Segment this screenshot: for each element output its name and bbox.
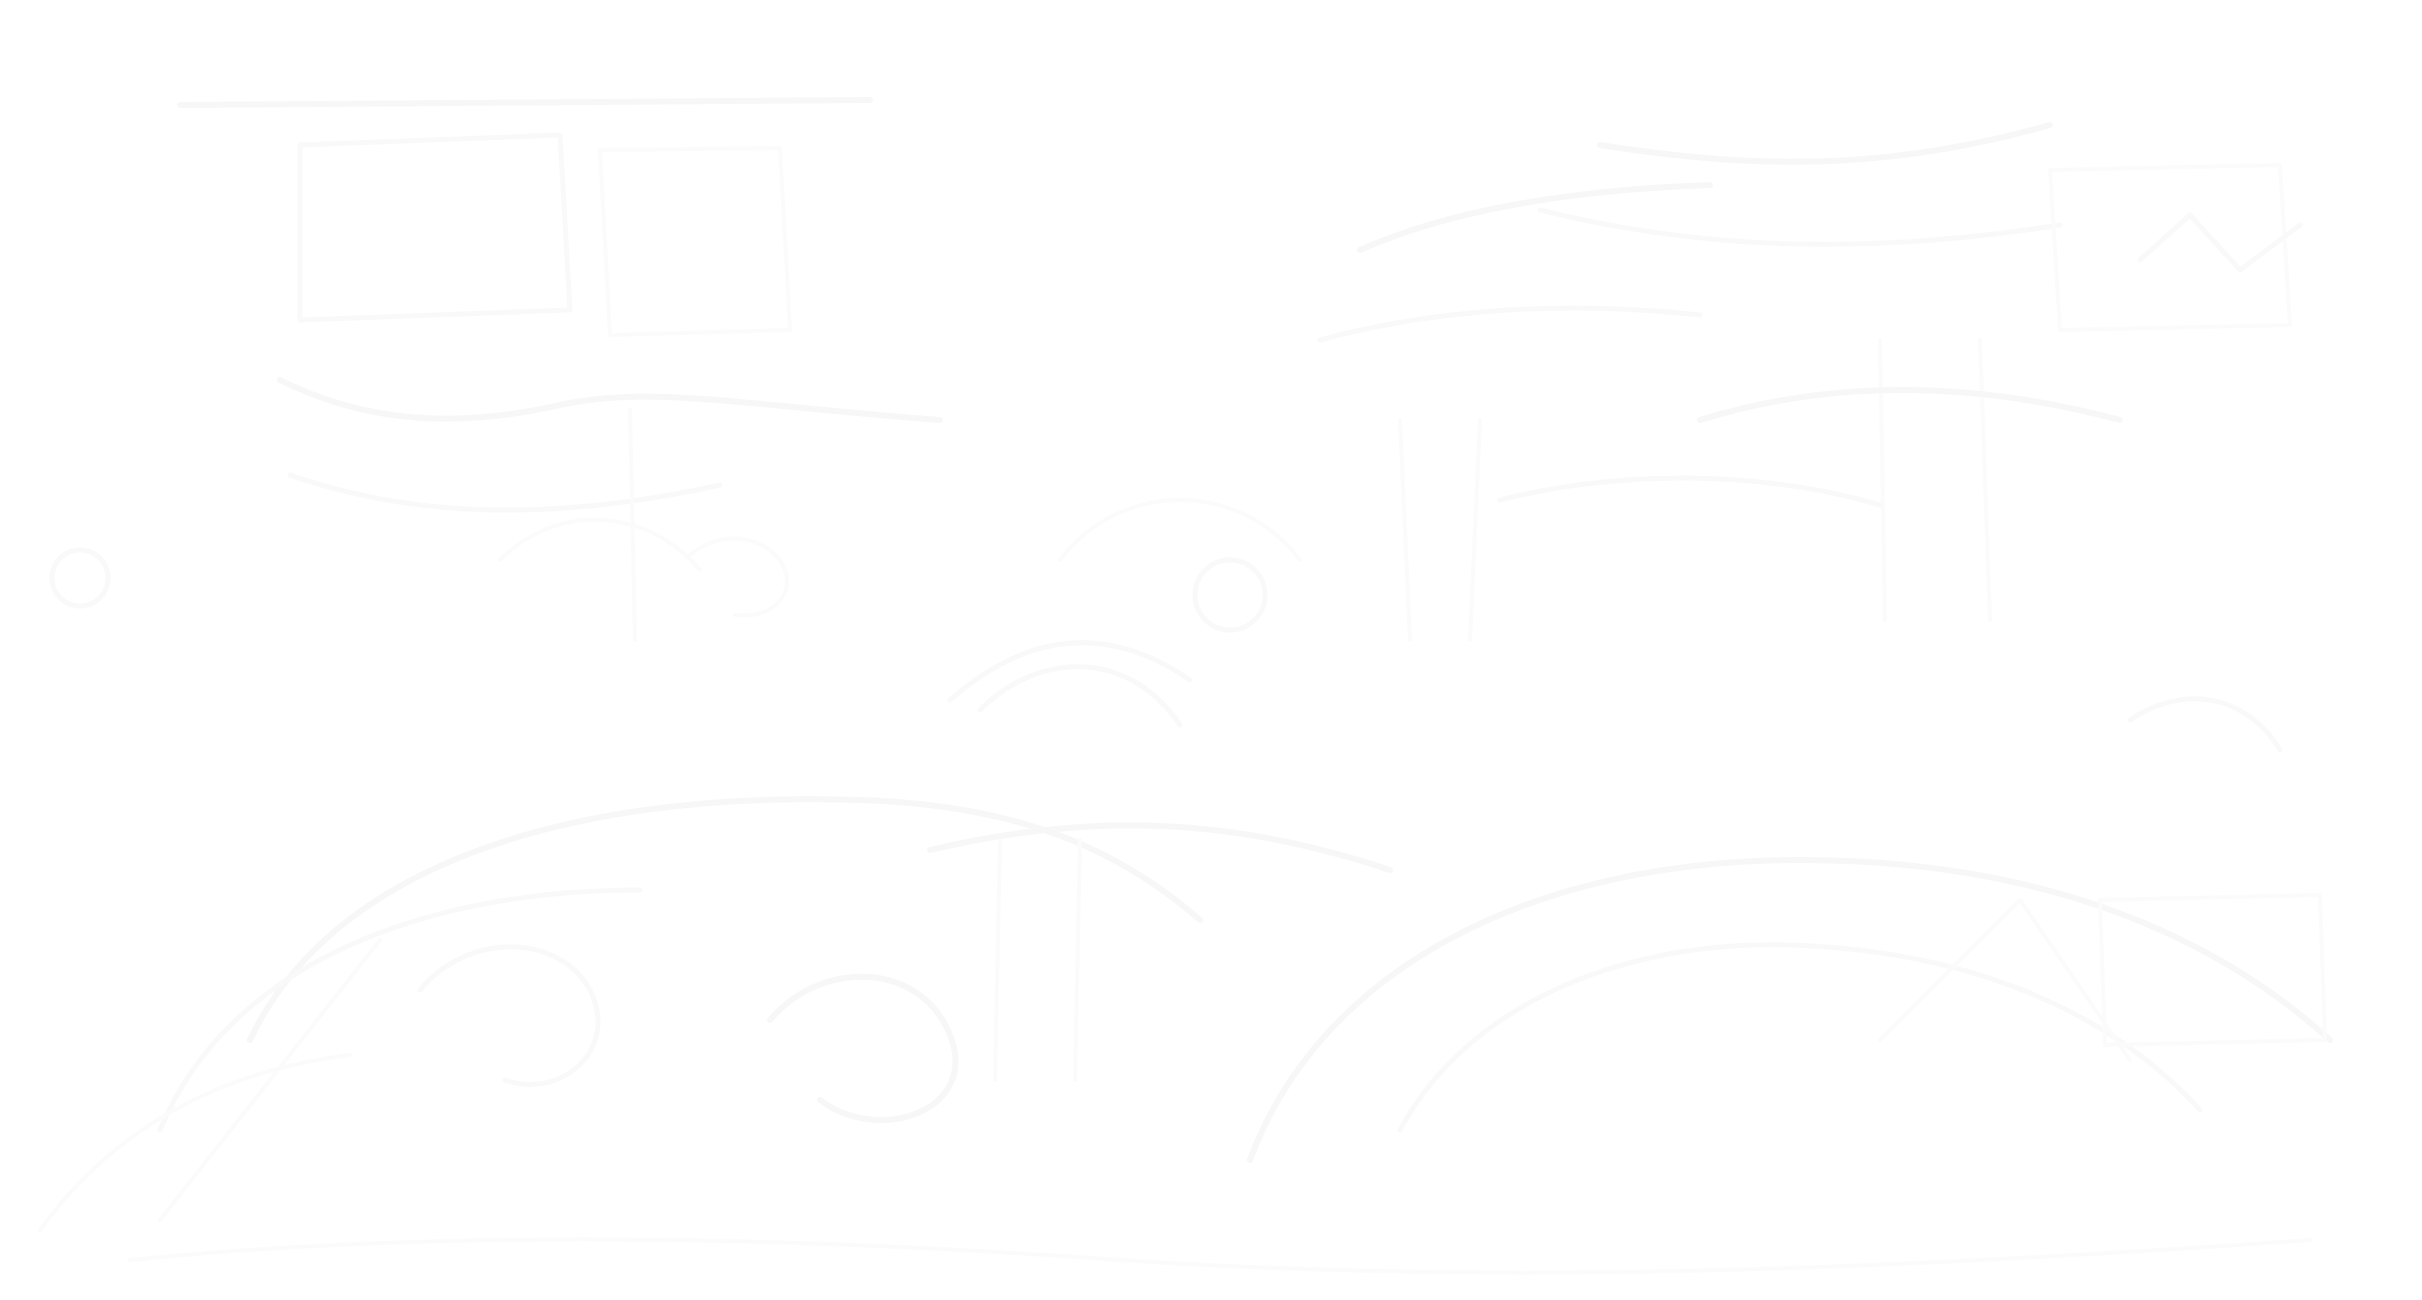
top-right-wave-one	[1597, 122, 2053, 165]
left-small-arch	[498, 517, 702, 572]
lower-middle-ribbon	[927, 822, 1393, 873]
top-left-inner-frame	[598, 146, 792, 337]
bottom-wide-wave	[128, 1237, 2312, 1275]
top-left-frame	[297, 132, 573, 323]
left-middle-wave	[277, 377, 943, 423]
center-curve-middle	[1317, 305, 1703, 343]
left-small-circle	[49, 547, 111, 609]
top-left-horizontal-stroke	[177, 97, 873, 108]
lower-left-second-arc	[157, 887, 643, 1133]
center-small-circle	[1192, 557, 1268, 633]
center-tall-shape	[1398, 418, 1482, 642]
top-right-zigzag	[2137, 212, 2303, 273]
lower-left-spiral	[417, 944, 601, 1087]
right-middle-rails	[1878, 338, 1992, 622]
left-tall-line	[628, 408, 637, 642]
lower-right-second-arc	[1397, 942, 2203, 1133]
left-middle-ribbon	[287, 472, 723, 513]
lower-middle-arc	[947, 640, 1193, 703]
lower-right-box	[2098, 893, 2327, 1047]
lower-left-loop	[767, 973, 959, 1123]
left-middle-letters	[688, 536, 789, 618]
lower-left-large-arc	[247, 796, 1203, 1043]
lower-right-small-arc	[2127, 696, 2283, 753]
center-arc	[1058, 498, 1302, 562]
top-right-box	[2048, 163, 2292, 332]
lower-middle-column	[993, 838, 1082, 1082]
lower-right-triangle	[1878, 898, 2132, 1062]
lower-left-third-arc	[38, 1053, 352, 1232]
right-middle-curve	[1697, 387, 2123, 423]
top-right-wave-two	[1537, 207, 2063, 247]
lower-left-diagonal	[158, 938, 382, 1222]
lower-right-large-arc	[1247, 857, 2333, 1163]
center-loop	[977, 664, 1183, 728]
right-middle-ribbon	[1497, 475, 1883, 508]
center-curve-top	[1357, 182, 1713, 253]
